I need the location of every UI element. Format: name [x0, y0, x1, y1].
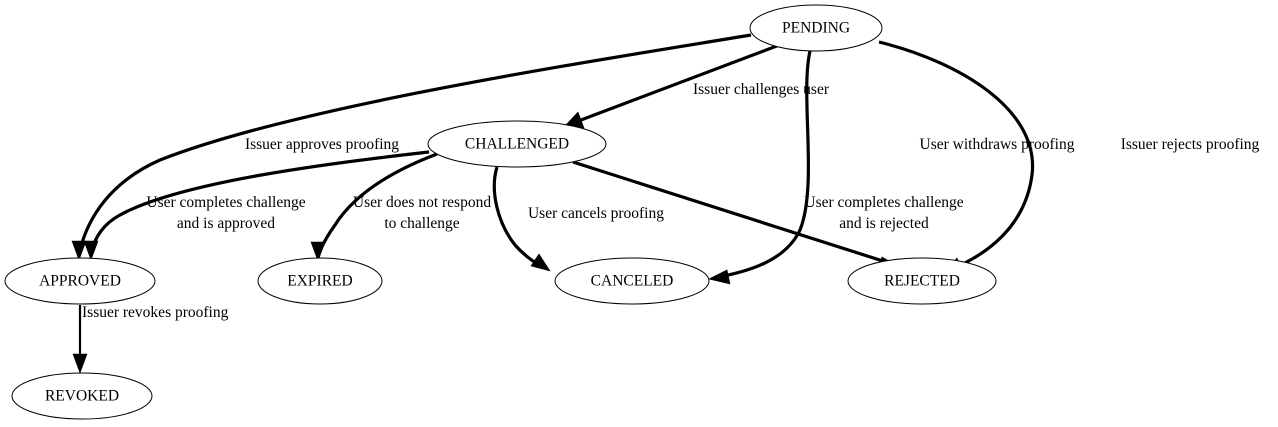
- edge-label-challenged-expired-line1: User does not respond: [353, 194, 491, 211]
- node-label-challenged: CHALLENGED: [465, 136, 569, 153]
- arrowhead-challenged-canceled: [530, 253, 551, 272]
- edge-labels-layer: Issuer approves proofing Issuer challeng…: [82, 81, 1260, 321]
- node-expired[interactable]: EXPIRED: [257, 257, 383, 305]
- nodes-layer: PENDING CHALLENGED APPROVED EXPIRED CANC…: [4, 4, 997, 420]
- edge-label-pending-approved: Issuer approves proofing: [245, 136, 399, 153]
- node-approved[interactable]: APPROVED: [4, 257, 156, 305]
- edge-path-pending-approved: [78, 33, 752, 251]
- edge-challenged-approved[interactable]: [83, 150, 430, 261]
- edge-label-challenged-rejected-line2: and is rejected: [839, 215, 929, 232]
- arrowhead-challenged-expired: [310, 241, 326, 262]
- arrowhead-pending-canceled: [708, 269, 731, 285]
- node-revoked[interactable]: REVOKED: [11, 372, 153, 420]
- node-challenged[interactable]: CHALLENGED: [427, 120, 607, 168]
- edge-label-challenged-canceled: User cancels proofing: [528, 205, 664, 222]
- node-ellipse-approved: [4, 257, 156, 305]
- node-pending[interactable]: PENDING: [749, 4, 883, 52]
- node-ellipse-rejected: [847, 257, 997, 305]
- node-label-approved: APPROVED: [39, 273, 121, 290]
- arrowhead-pending-approved: [71, 240, 87, 261]
- edge-challenged-expired[interactable]: [310, 152, 438, 262]
- edge-path-pending-challenged: [572, 42, 783, 125]
- node-ellipse-canceled: [554, 257, 710, 305]
- edge-label-pending-rejected: Issuer rejects proofing: [1121, 136, 1260, 153]
- node-canceled[interactable]: CANCELED: [554, 257, 710, 305]
- edge-challenged-canceled[interactable]: [492, 166, 551, 272]
- node-label-revoked: REVOKED: [45, 388, 119, 405]
- edge-label-challenged-approved-line2: and is approved: [177, 215, 275, 232]
- node-ellipse-revoked: [11, 372, 153, 420]
- edge-approved-revoked[interactable]: [72, 305, 88, 374]
- edge-path-challenged-rejected: [572, 160, 887, 264]
- edge-label-challenged-expired-line2: to challenge: [384, 215, 459, 232]
- node-label-pending: PENDING: [782, 20, 850, 37]
- edge-pending-canceled[interactable]: [708, 50, 812, 285]
- edge-label-approved-revoked: Issuer revokes proofing: [82, 304, 229, 321]
- edge-path-pending-rejected: [878, 40, 1035, 271]
- edge-label-challenged-approved-line1: User completes challenge: [146, 194, 305, 211]
- edge-path-challenged-canceled: [492, 166, 542, 268]
- edge-path-pending-canceled: [718, 50, 812, 279]
- edge-label-pending-challenged: Issuer challenges user: [693, 81, 830, 98]
- edge-label-pending-canceled: User withdraws proofing: [920, 136, 1075, 153]
- node-rejected[interactable]: REJECTED: [847, 257, 997, 305]
- node-label-expired: EXPIRED: [287, 273, 352, 290]
- edge-label-challenged-rejected-line1: User completes challenge: [804, 194, 963, 211]
- edge-pending-approved[interactable]: [71, 33, 752, 261]
- node-ellipse-expired: [257, 257, 383, 305]
- edge-path-challenged-approved: [90, 150, 430, 251]
- arrowhead-challenged-approved: [83, 240, 99, 261]
- node-label-rejected: REJECTED: [884, 273, 960, 290]
- edge-pending-rejected[interactable]: [878, 40, 1035, 274]
- node-label-canceled: CANCELED: [591, 273, 674, 290]
- node-ellipse-challenged: [427, 120, 607, 168]
- node-ellipse-pending: [749, 4, 883, 52]
- arrowhead-approved-revoked: [72, 353, 88, 374]
